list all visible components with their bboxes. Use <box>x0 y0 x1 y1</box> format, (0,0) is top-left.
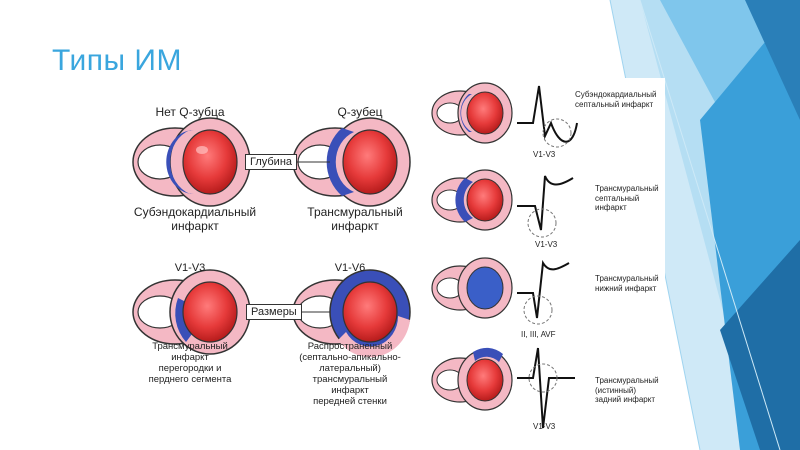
left-infarct-figure: Нет Q-зубца Q-зубец Глубина Субэндокарди… <box>120 100 420 420</box>
heart-right-1 <box>431 82 513 144</box>
right-lead-1: V1-V3 <box>533 150 556 159</box>
caption-septal-anterior: Трансмуральный инфаркт перегородки и пер… <box>148 341 232 385</box>
right-label-4: Трансмуральный (истинный) задний инфаркт <box>595 376 659 405</box>
right-infarct-figure: Субэндокардиальный септальный инфаркт V1… <box>425 78 665 435</box>
header-no-q-wave: Нет Q-зубца <box>155 105 225 119</box>
heart-subendocardial <box>132 117 251 207</box>
header-v1-v6: V1-V6 <box>334 262 366 274</box>
heart-right-2 <box>431 169 513 231</box>
heart-right-4 <box>431 347 513 411</box>
caption-subendocardial: Субэндокардиальный инфаркт <box>133 205 257 233</box>
left-heart-diagrams <box>132 117 411 358</box>
heart-right-3 <box>431 257 513 319</box>
heart-transmural <box>292 117 411 207</box>
right-label-1: Субэндокардиальный септальный инфаркт <box>575 90 657 109</box>
heart-septal-anterior <box>132 269 251 355</box>
right-label-3: Трансмуральный нижний инфаркт <box>595 274 659 293</box>
slide-title: Типы ИМ <box>52 44 182 77</box>
right-label-2: Трансмуральный септальный инфаркт <box>595 184 659 213</box>
depth-label-box: Глубина <box>245 154 298 170</box>
caption-transmural: Трансмуральный инфаркт <box>307 205 403 233</box>
ecg-trace-1 <box>517 85 578 143</box>
ecg-trace-3 <box>517 259 570 319</box>
heart-extensive-anterior <box>292 269 411 358</box>
right-lead-3: II, III, AVF <box>521 330 556 339</box>
header-q-wave: Q-зубец <box>337 105 383 119</box>
right-ecg-diagrams <box>431 82 578 429</box>
ecg-trace-4 <box>517 347 575 429</box>
right-lead-4: V1-V3 <box>533 422 556 431</box>
header-v1-v3: V1-V3 <box>174 262 206 274</box>
size-label-box: Размеры <box>246 304 302 320</box>
right-lead-2: V1-V3 <box>535 240 558 249</box>
ecg-trace-2 <box>517 175 574 231</box>
caption-extensive-anterior: Распространенный (септально-апикально- л… <box>299 341 401 407</box>
